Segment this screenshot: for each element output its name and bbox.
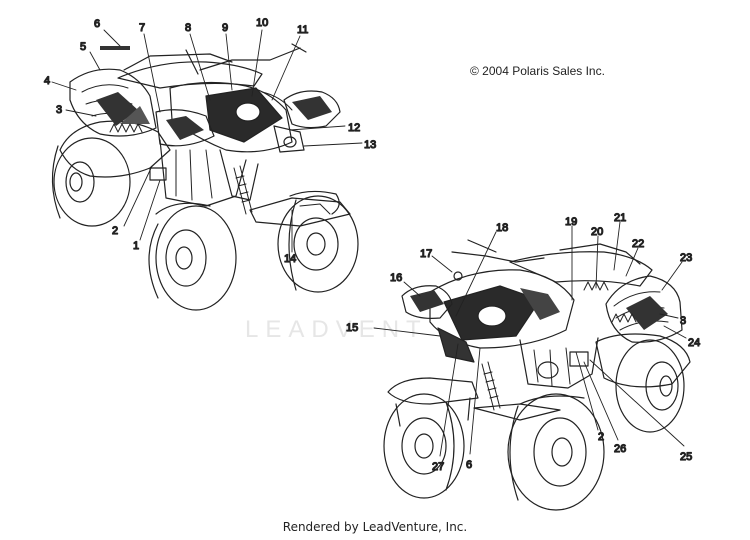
leadventure-watermark: LEADVENT — [245, 316, 428, 343]
callout-left-11: 11 — [297, 24, 308, 36]
callout-right-27: 27 — [432, 461, 444, 473]
callout-left-10: 10 — [256, 17, 268, 29]
callout-right-24: 24 — [688, 337, 700, 349]
callout-left-14: 14 — [284, 253, 296, 265]
callout-right-25: 25 — [680, 451, 692, 463]
callout-left-13: 13 — [364, 139, 376, 151]
callout-right-18: 18 — [496, 222, 508, 234]
left-atv-drawing — [51, 43, 359, 311]
callout-right-15: 15 — [346, 322, 358, 334]
callout-left-8: 8 — [185, 22, 191, 34]
right-atv-drawing — [383, 239, 691, 511]
right-leader-lines — [373, 221, 687, 457]
callout-left-7: 7 — [139, 22, 145, 34]
callout-left-4: 4 — [44, 75, 50, 87]
callout-right-19: 19 — [565, 216, 577, 228]
callout-left-12: 12 — [348, 122, 360, 134]
callout-right-22: 22 — [632, 238, 644, 250]
callout-right-3: 3 — [680, 315, 686, 327]
callout-right-26: 26 — [614, 443, 626, 455]
callout-right-17: 17 — [420, 248, 432, 260]
callout-left-2: 2 — [112, 225, 118, 237]
callout-right-16: 16 — [390, 272, 402, 284]
callout-left-3: 3 — [56, 104, 62, 116]
callout-right-20: 20 — [591, 226, 603, 238]
callout-left-1: 1 — [133, 240, 139, 252]
right-callouts: 18 17 16 15 19 20 21 22 23 3 24 2 26 25 … — [345, 211, 700, 473]
callout-left-5: 5 — [80, 41, 86, 53]
callout-right-2: 2 — [598, 431, 604, 443]
callout-right-21: 21 — [614, 212, 626, 224]
left-callouts: 6 5 4 3 7 8 9 10 11 12 13 2 1 14 — [43, 16, 376, 265]
copyright-notice: © 2004 Polaris Sales Inc. — [470, 64, 605, 78]
callout-right-23: 23 — [680, 252, 692, 264]
callout-right-6: 6 — [466, 459, 472, 471]
rendered-by-footer: Rendered by LeadVenture, Inc. — [282, 520, 468, 534]
callout-left-6: 6 — [94, 18, 100, 30]
left-leader-lines — [51, 29, 363, 253]
callout-left-9: 9 — [222, 22, 228, 34]
